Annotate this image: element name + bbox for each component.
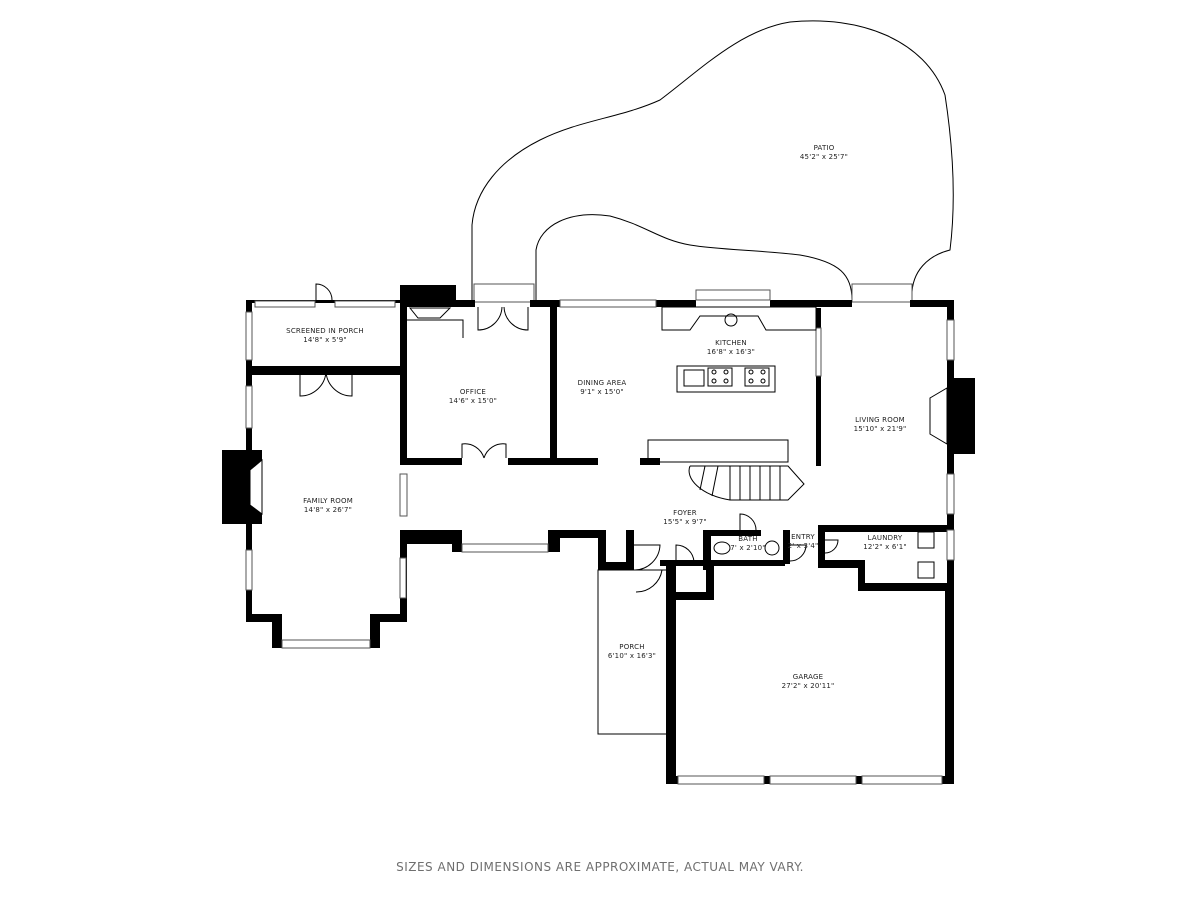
kitchen-label: KITCHEN (715, 339, 747, 347)
room-labels: PATIO 45'2" x 25'7" SCREENED IN PORCH 14… (286, 144, 907, 690)
kitchen-dims: 16'8" x 16'3" (707, 348, 755, 356)
bath-dims: 7' x 2'10" (730, 544, 765, 552)
foyer-label: FOYER (673, 509, 697, 517)
doors (299, 283, 839, 593)
disclaimer-text: SIZES AND DIMENSIONS ARE APPROXIMATE, AC… (396, 860, 804, 874)
laundry-label: LAUNDRY (868, 534, 903, 542)
living-label: LIVING ROOM (855, 416, 905, 424)
fixtures (249, 306, 948, 579)
bath-label: BATH (738, 535, 757, 543)
dining-dims: 9'1" x 15'0" (580, 388, 624, 396)
entry-label: ENTRY (791, 533, 815, 541)
porch-label: PORCH (619, 643, 644, 651)
garage-dims: 27'2" x 20'11" (782, 682, 835, 690)
screened-porch-dims: 14'8" x 5'9" (303, 336, 347, 344)
living-dims: 15'10" x 21'9" (854, 425, 907, 433)
family-dims: 14'8" x 26'7" (304, 506, 352, 514)
entry-dims: 2' x 3'4" (788, 542, 819, 550)
foyer-dims: 15'5" x 9'7" (663, 518, 707, 526)
walls (222, 285, 975, 784)
patio-outline (471, 20, 954, 303)
screened-porch-label: SCREENED IN PORCH (286, 327, 364, 335)
windows (245, 289, 955, 785)
garage-label: GARAGE (793, 673, 824, 681)
family-label: FAMILY ROOM (303, 497, 353, 505)
office-label: OFFICE (460, 388, 486, 396)
porch-dims: 6'10" x 16'3" (608, 652, 656, 660)
patio-dims: 45'2" x 25'7" (800, 153, 848, 161)
laundry-dims: 12'2" x 6'1" (863, 543, 907, 551)
dining-label: DINING AREA (578, 379, 627, 387)
office-dims: 14'6" x 15'0" (449, 397, 497, 405)
patio-label: PATIO (814, 144, 835, 152)
